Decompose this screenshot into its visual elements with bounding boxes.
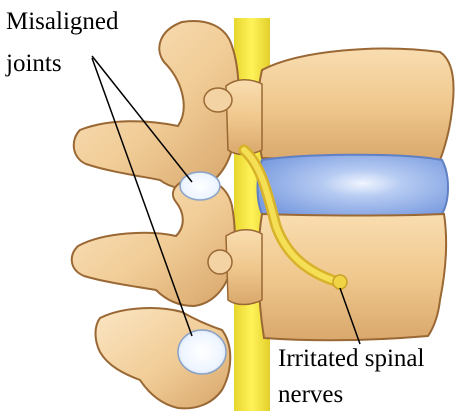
nerve-end <box>333 275 347 289</box>
intervertebral-disc <box>258 155 449 219</box>
misaligned-joints-label-line1: Misaligned <box>6 6 119 37</box>
facet-knob-top <box>204 88 232 112</box>
irritated-nerves-label-line1: Irritated spinal <box>278 343 424 374</box>
misaligned-joint-lower <box>178 330 226 374</box>
facet-knob-lower <box>208 250 232 274</box>
misaligned-joints-label-line2: joints <box>6 48 62 79</box>
irritated-nerves-label-line2: nerves <box>278 379 343 410</box>
misaligned-joint-upper <box>180 172 220 200</box>
pedicle-top <box>226 80 262 155</box>
vertebra-body-top <box>258 49 454 161</box>
